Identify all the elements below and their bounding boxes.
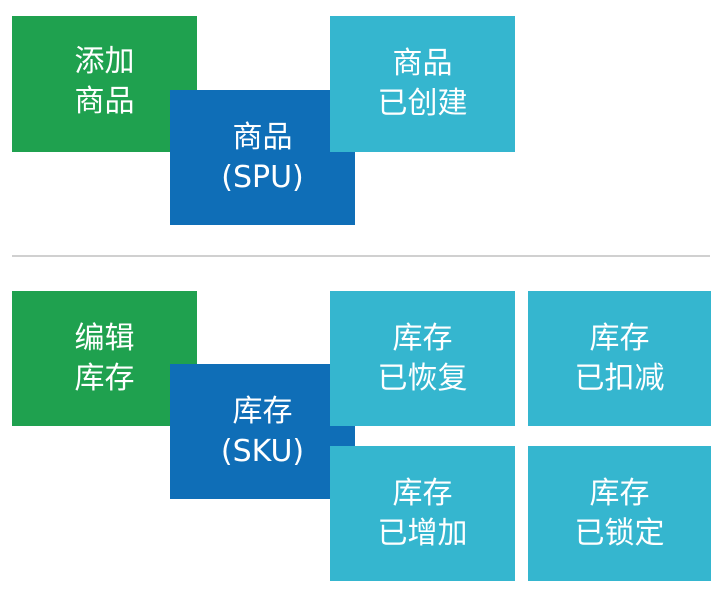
command-edit-inventory-line1: 编辑	[74, 320, 135, 356]
aggregate-inventory-sku-line2: (SKU)	[220, 433, 305, 469]
aggregate-product-spu: 商品 (SPU)	[170, 90, 355, 225]
command-edit-inventory-line2: 库存	[74, 360, 135, 396]
event-inventory-increased: 库存 已增加	[330, 446, 515, 581]
event-inventory-increased-line2: 已增加	[377, 515, 468, 551]
command-add-product: 添加 商品	[12, 16, 197, 152]
event-product-created: 商品 已创建	[330, 16, 515, 152]
section-divider	[12, 255, 710, 257]
event-product-created-line1: 商品	[392, 46, 453, 81]
command-add-product-line1: 添加	[74, 44, 135, 79]
event-inventory-locked-line2: 已锁定	[574, 515, 665, 551]
event-inventory-locked-line1: 库存	[589, 475, 650, 511]
event-inventory-restored-line1: 库存	[392, 320, 453, 356]
event-inventory-restored-line2: 已恢复	[377, 360, 468, 396]
command-edit-inventory: 编辑 库存	[12, 291, 197, 426]
event-inventory-locked: 库存 已锁定	[528, 446, 711, 581]
aggregate-product-spu-line1: 商品	[232, 119, 293, 155]
aggregate-inventory-sku-line1: 库存	[232, 393, 293, 429]
event-inventory-deducted-line2: 已扣减	[574, 360, 665, 396]
command-add-product-line2: 商品	[74, 84, 135, 119]
event-inventory-restored: 库存 已恢复	[330, 291, 515, 426]
event-inventory-deducted: 库存 已扣减	[528, 291, 711, 426]
aggregate-inventory-sku: 库存 (SKU)	[170, 364, 355, 499]
aggregate-product-spu-line2: (SPU)	[221, 159, 304, 195]
event-inventory-deducted-line1: 库存	[589, 320, 650, 356]
event-product-created-line2: 已创建	[377, 86, 468, 121]
event-inventory-increased-line1: 库存	[392, 475, 453, 511]
